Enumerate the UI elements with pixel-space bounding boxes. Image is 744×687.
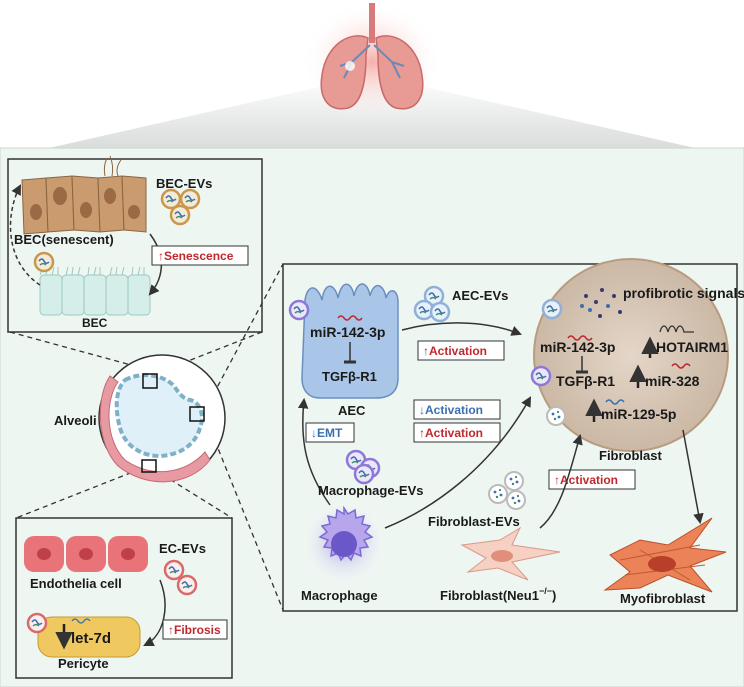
myofibroblast-label: Myofibroblast	[620, 591, 706, 606]
ev-icon	[353, 463, 375, 485]
aec-zoom-box	[189, 406, 205, 422]
aec-label: AEC	[338, 403, 366, 418]
ev-icon	[33, 251, 55, 273]
alveoli-wall	[99, 375, 211, 483]
neu1-label-superscript: −/−	[539, 586, 552, 596]
aec-evs-label: AEC-EVs	[452, 288, 508, 303]
profibrotic-signal-dots	[580, 288, 622, 318]
aec-mirna-label: miR-142-3p	[310, 324, 385, 340]
neu1-fibroblast-cell	[460, 526, 561, 581]
mirna-icon	[71, 618, 91, 624]
ev-icon	[176, 574, 198, 596]
neu1-fibroblast-label: Fibroblast(Neu1−/−)	[440, 586, 556, 603]
hotairm1-label: HOTAIRM1	[656, 339, 728, 355]
aec-activation-box	[417, 340, 505, 361]
zoom-line	[9, 331, 143, 369]
profibrotic-signals-text: profibrotic signals	[623, 285, 744, 301]
mac-evs-arrow	[384, 396, 532, 529]
fibroblast-label: Fibroblast	[599, 448, 663, 463]
fibro-evs-arrow	[539, 433, 583, 529]
ev-icon	[546, 406, 566, 426]
ev-icon	[163, 559, 185, 581]
bec-evs-label: BEC-EVs	[156, 176, 212, 191]
fibrosis-effect-box	[162, 619, 228, 640]
fibrosis-effect-label: ↑Fibrosis	[168, 623, 221, 637]
ev-icon	[429, 301, 451, 323]
zoom-line	[15, 465, 149, 519]
mirna-icon	[605, 399, 625, 405]
alveoli-panel: Alveoli	[9, 263, 284, 611]
fibro-mirna142-label: miR-142-3p	[540, 339, 615, 355]
mac-down-activation-label: ↓Activation	[419, 403, 483, 417]
ev-icon	[506, 490, 526, 510]
bec-zoom-box	[142, 373, 158, 389]
myofibroblast-arrow	[682, 429, 704, 525]
ev-icon	[26, 612, 48, 634]
alveoli-label: Alveoli	[54, 413, 97, 428]
bec-senescent-label: BEC(senescent)	[14, 232, 114, 247]
neu1-label-close: )	[552, 588, 556, 603]
normal-bec-cells	[39, 266, 151, 316]
endothelia-label: Endothelia cell	[30, 576, 122, 591]
ev-icon	[504, 471, 524, 491]
ec-panel: Endothelia cell EC-EVs ↑Fibrosis let-7d …	[15, 517, 233, 679]
ec-evs-label: EC-EVs	[159, 541, 206, 556]
senescent-bec-cells	[21, 155, 147, 235]
neu1-label-main: Fibroblast(Neu1	[440, 588, 539, 603]
ev-icon	[179, 188, 201, 210]
emt-box	[305, 422, 355, 443]
endothelial-cells	[24, 536, 148, 572]
aec-receptor-label: TGFβ-R1	[322, 369, 377, 384]
zoom-line	[154, 469, 233, 519]
mirna-icon	[567, 335, 593, 341]
lung-icon	[320, 3, 424, 110]
lncrna-icon	[659, 325, 694, 333]
ev-icon	[488, 484, 508, 504]
main-panel: miR-142-3p TGFβ-R1 AEC AEC-EVs ↑Activati…	[282, 258, 744, 612]
let7d-label: let-7d	[71, 630, 111, 647]
ev-icon	[530, 365, 552, 387]
ev-icon	[541, 298, 563, 320]
ec-evs-arrow	[143, 579, 166, 646]
pericyte-label: Pericyte	[58, 656, 109, 671]
fibro-activation-label: ↑Activation	[554, 473, 618, 487]
macrophage-label: Macrophage	[301, 588, 378, 603]
senescence-feedback-arrow	[9, 184, 41, 286]
senescence-effect-label: ↑Senescence	[158, 249, 234, 263]
aec-cell	[301, 283, 399, 399]
mir129-label: miR-129-5p	[601, 406, 676, 422]
mac-down-activation-box	[413, 399, 501, 420]
profibrotic-signals-label: profibrotic signals	[623, 285, 744, 301]
mac-up-activation-label: ↑Activation	[419, 426, 483, 440]
emt-label: ↓EMT	[311, 426, 343, 440]
zoom-line	[204, 415, 284, 611]
bec-panel: BEC-EVs BEC(senescent) ↑Senescence BEC	[7, 155, 263, 333]
ev-icon	[288, 299, 310, 321]
fibro-evs-label: Fibroblast-EVs	[428, 514, 520, 529]
macrophage-cell	[318, 505, 374, 562]
mac-evs-label: Macrophage-EVs	[318, 483, 423, 498]
mac-up-activation-box	[413, 422, 501, 443]
ev-icon	[169, 204, 191, 226]
ec-zoom-box	[141, 459, 157, 473]
mirna-icon	[337, 315, 363, 321]
lung-header	[40, 2, 704, 150]
senescence-effect-box	[151, 245, 249, 266]
alveolar-space	[114, 373, 204, 459]
aec-activation-label: ↑Activation	[423, 344, 487, 358]
emt-arrow	[297, 397, 331, 506]
mir328-label: miR-328	[645, 373, 700, 389]
bec-evs-arrow	[148, 233, 163, 296]
aec-evs-arrow	[401, 322, 522, 336]
mirna-icon	[671, 363, 691, 369]
bec-label: BEC	[82, 316, 108, 330]
fibro-activation-box	[548, 469, 636, 490]
myofibroblast-cell	[603, 517, 727, 593]
fibro-receptor-label: TGFβ-R1	[556, 373, 615, 389]
